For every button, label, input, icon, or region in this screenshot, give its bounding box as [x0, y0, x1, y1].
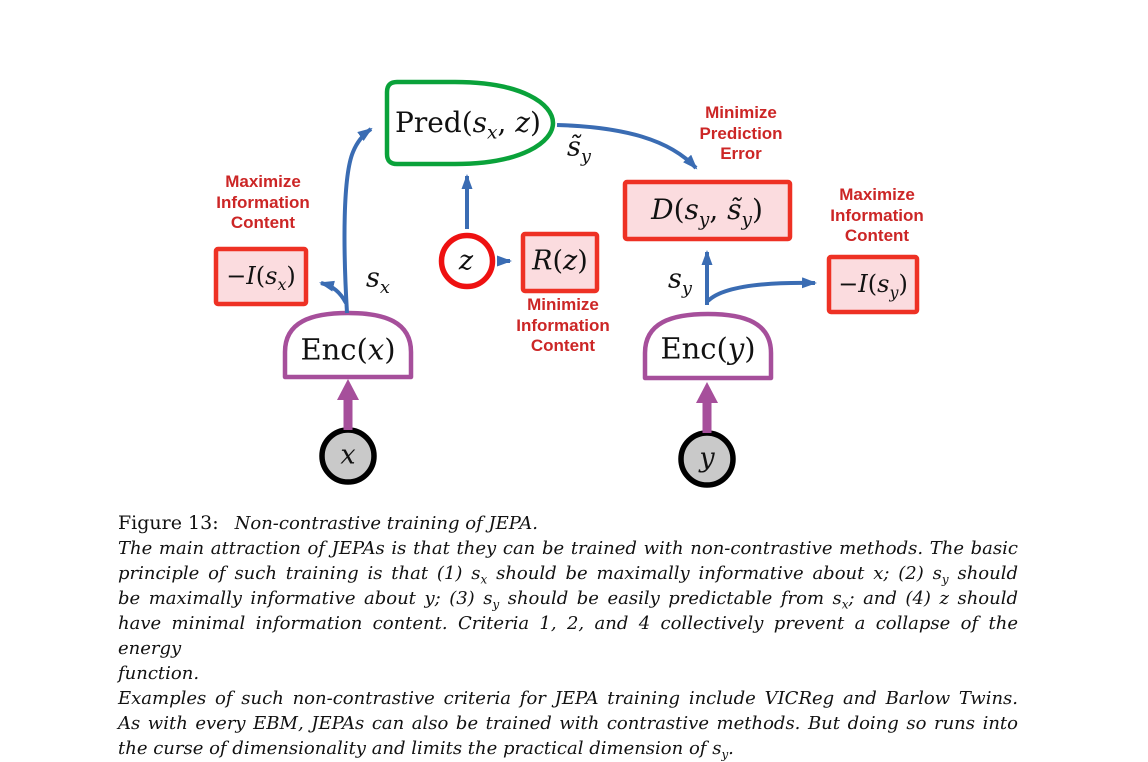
caption-line: principle of such training is that (1) s… — [118, 563, 1018, 587]
annotation-line: Minimize — [527, 295, 599, 314]
caption-line: Examples of such non-contrastive criteri… — [118, 688, 1018, 709]
arrow-sx-to-pred — [342, 127, 373, 314]
neg-i-sy-box — [826, 254, 920, 315]
caption-line: function. — [118, 663, 200, 684]
annotation-min-info-content: Minimize Information Content — [516, 295, 610, 357]
arrow-y-to-enc — [696, 382, 718, 433]
figure-canvas: Pred(sx, z) s̃y D(sy, s̃y) R(z) −I(sx) −… — [118, 79, 1018, 761]
neg-i-sy-label: −I(sy) — [838, 270, 908, 302]
r-box — [520, 231, 600, 294]
x-node-label: x — [340, 439, 356, 471]
r-box-label: R(z) — [532, 245, 588, 277]
annotation-line: Information — [216, 192, 310, 212]
annotation-line: Information — [516, 315, 610, 335]
arrow-pred-to-d — [556, 123, 698, 170]
s-y-label: sy — [668, 263, 692, 299]
figure-title: Non-contrastive training of JEPA. — [234, 513, 538, 534]
annotation-line: Information — [830, 205, 924, 225]
enc-y-shape — [642, 311, 774, 381]
caption-title-line: Figure 13: Non-contrastive training of JE… — [118, 511, 1018, 536]
annotation-max-info-left: Maximize Information Content — [216, 172, 310, 234]
neg-i-sx-box — [213, 246, 309, 307]
enc-x-shape — [282, 310, 414, 380]
annotation-line: Content — [230, 213, 296, 232]
caption-line: As with every EBM, JEPAs can also be tra… — [118, 713, 1018, 734]
annotation-line: Error — [720, 144, 762, 163]
annotation-line: Content — [530, 336, 596, 355]
neg-i-sx-label: −I(sx) — [226, 262, 296, 294]
z-node-label: z — [458, 245, 474, 277]
pred-label: Pred(sx, z) — [395, 106, 541, 144]
annotation-line: Prediction — [699, 123, 783, 143]
z-node — [438, 232, 496, 290]
d-box-label: D(sy, s̃y) — [651, 193, 763, 231]
s-tilde-y-label: s̃y — [567, 131, 591, 167]
annotation-line: Minimize — [705, 103, 777, 122]
enc-x-label: Enc(x) — [300, 332, 396, 367]
arrow-x-to-enc — [337, 379, 359, 430]
pred-shape — [384, 79, 556, 167]
figure-caption: Figure 13: Non-contrastive training of JE… — [118, 511, 1018, 761]
jepa-diagram-svg — [213, 79, 920, 488]
annotation-line: Maximize — [225, 172, 301, 191]
caption-line: the curse of dimensionality and limits t… — [118, 738, 734, 762]
figure-number-label: Figure 13: — [118, 512, 219, 534]
y-node-label: y — [699, 442, 715, 474]
s-x-label: sx — [366, 262, 390, 298]
annotation-min-pred-error: Minimize Prediction Error — [699, 103, 782, 165]
caption-line: The main attraction of JEPAs is that the… — [118, 538, 1018, 559]
annotation-line: Content — [844, 226, 910, 245]
annotation-line: Maximize — [839, 185, 915, 204]
caption-line: be maximally informative about y; (3) sy… — [118, 588, 1018, 612]
enc-y-label: Enc(y) — [660, 331, 756, 366]
caption-line: have minimal information content. Criter… — [118, 613, 1018, 659]
arrow-sx-to-neg-i-sx — [319, 280, 348, 304]
d-box — [622, 179, 793, 242]
arrow-sy-to-neg-i-sy — [706, 277, 817, 303]
annotation-max-info-right: Maximize Information Content — [830, 185, 924, 247]
